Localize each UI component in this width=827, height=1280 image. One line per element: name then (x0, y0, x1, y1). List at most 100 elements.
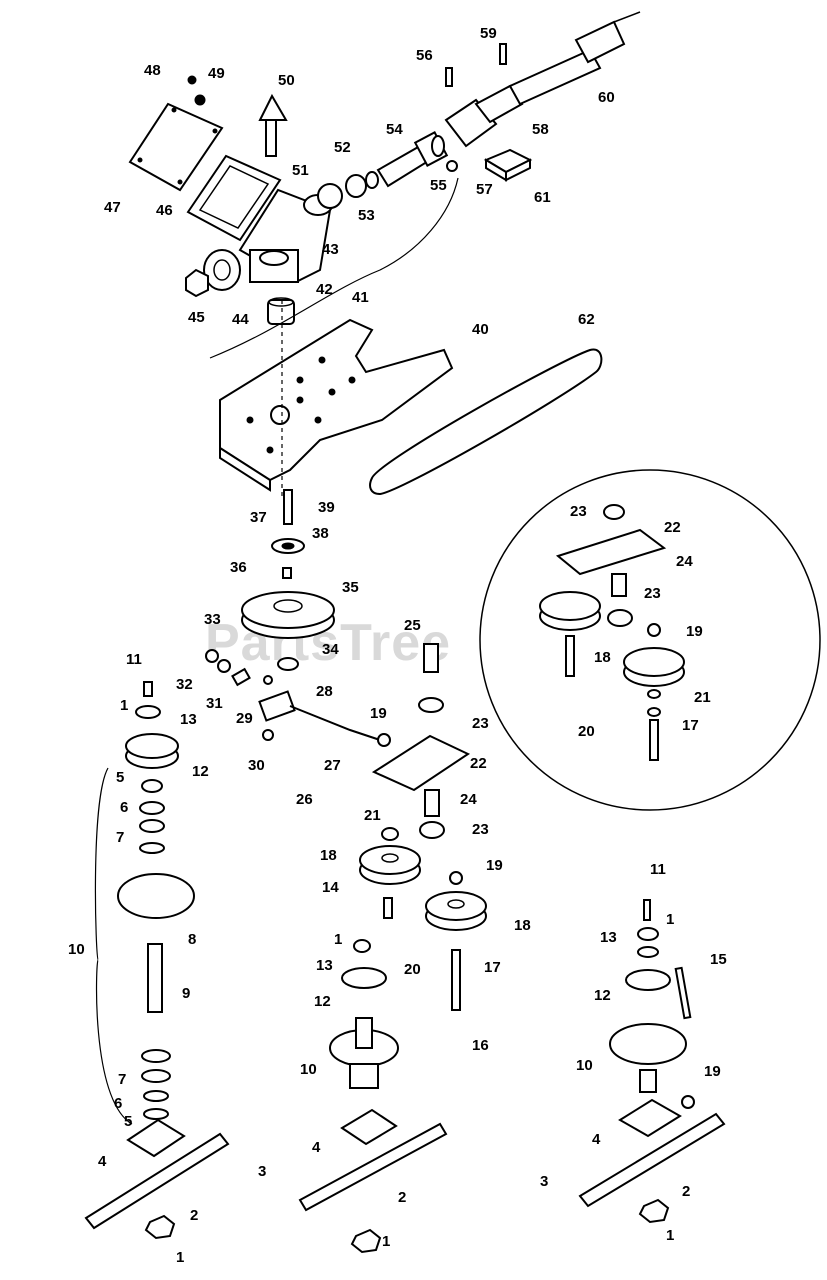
right-blade (578, 1112, 726, 1208)
callout-2: 2 (682, 1183, 690, 1200)
shaft-key (283, 489, 293, 525)
callout-22: 22 (664, 519, 681, 536)
callout-19: 19 (370, 705, 387, 722)
callout-11: 11 (126, 651, 142, 668)
right-spindle (609, 899, 695, 1138)
callout-18: 18 (320, 847, 337, 864)
left-nut (144, 1214, 176, 1240)
u-joint-yoke (444, 84, 524, 148)
pulley-spacer (282, 567, 292, 579)
callout-2: 2 (190, 1207, 198, 1224)
callout-13: 13 (180, 711, 197, 728)
callout-5: 5 (124, 1113, 132, 1130)
idler-assembly (205, 649, 381, 741)
spare-block (483, 148, 533, 182)
callout-22: 22 (470, 755, 487, 772)
callout-46: 46 (156, 202, 173, 219)
callout-12: 12 (594, 987, 611, 1004)
callout-36: 36 (230, 559, 247, 576)
callout-23: 23 (644, 585, 661, 602)
callout-55: 55 (430, 177, 447, 194)
callout-48: 48 (144, 62, 161, 79)
callout-2: 2 (398, 1189, 406, 1206)
callout-7: 7 (118, 1071, 126, 1088)
callout-61: 61 (534, 189, 551, 206)
center-blade (298, 1122, 448, 1212)
callout-20: 20 (404, 961, 421, 978)
callout-40: 40 (472, 321, 489, 338)
main-pulley (241, 591, 335, 639)
callout-42: 42 (316, 281, 333, 298)
callout-45: 45 (188, 309, 205, 326)
bevel-gear-top (258, 93, 288, 157)
callout-60: 60 (598, 89, 615, 106)
callout-16: 16 (472, 1037, 489, 1054)
left-spindle (117, 681, 195, 1158)
inset-detail (479, 469, 821, 811)
callout-10: 10 (300, 1061, 317, 1078)
callout-53: 53 (358, 207, 375, 224)
callout-33: 33 (204, 611, 221, 628)
callout-57: 57 (476, 181, 493, 198)
callout-39: 39 (318, 499, 335, 516)
callout-31: 31 (206, 695, 223, 712)
center-nut (350, 1228, 382, 1254)
callout-19: 19 (686, 623, 703, 640)
callout-5: 5 (116, 769, 124, 786)
assembly-brace (94, 767, 133, 1125)
callout-10: 10 (576, 1057, 593, 1074)
callout-54: 54 (386, 121, 403, 138)
callout-21: 21 (364, 807, 381, 824)
breather-hose (209, 177, 459, 359)
callout-24: 24 (676, 553, 693, 570)
callout-30: 30 (248, 757, 265, 774)
callout-10: 10 (68, 941, 85, 958)
gearbox-gasket (186, 154, 282, 242)
callout-17: 17 (484, 959, 501, 976)
callout-44: 44 (232, 311, 249, 328)
callout-47: 47 (104, 199, 121, 216)
callout-1: 1 (176, 1249, 184, 1266)
callout-52: 52 (334, 139, 351, 156)
callout-7: 7 (116, 829, 124, 846)
callout-58: 58 (532, 121, 549, 138)
callout-35: 35 (342, 579, 359, 596)
callout-4: 4 (592, 1131, 601, 1148)
callout-11: 11 (650, 861, 666, 878)
callout-32: 32 (176, 676, 193, 693)
callout-26: 26 (296, 791, 313, 808)
callout-49: 49 (208, 65, 225, 82)
callout-9: 9 (182, 985, 190, 1002)
callout-27: 27 (324, 757, 341, 774)
drive-shaft (508, 11, 641, 106)
shaft-bearing (271, 538, 305, 554)
callout-24: 24 (460, 791, 477, 808)
center-pulley (359, 827, 421, 885)
callout-12: 12 (314, 993, 331, 1010)
callout-19: 19 (704, 1063, 721, 1080)
callout-1: 1 (334, 931, 342, 948)
snap-ring (431, 135, 445, 157)
callout-15: 15 (710, 951, 727, 968)
callout-59: 59 (480, 25, 497, 42)
idler-arm (371, 643, 471, 839)
callout-3: 3 (258, 1163, 266, 1180)
callout-8: 8 (188, 931, 196, 948)
callout-17: 17 (682, 717, 699, 734)
callout-38: 38 (312, 525, 329, 542)
callout-14: 14 (322, 879, 339, 896)
callout-23: 23 (570, 503, 587, 520)
callout-62: 62 (578, 311, 595, 328)
callout-51: 51 (292, 162, 309, 179)
callout-34: 34 (322, 641, 339, 658)
callout-20: 20 (578, 723, 595, 740)
callout-28: 28 (316, 683, 333, 700)
callout-1: 1 (120, 697, 128, 714)
callout-4: 4 (98, 1153, 107, 1170)
callout-23: 23 (472, 715, 489, 732)
v-belt (369, 348, 603, 496)
castle-nut (185, 268, 209, 298)
callout-12: 12 (192, 763, 209, 780)
